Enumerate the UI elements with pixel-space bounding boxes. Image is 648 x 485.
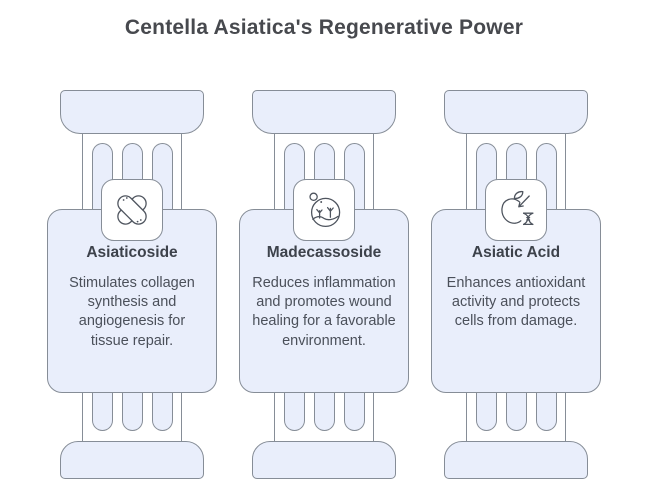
pillar-flute (475, 385, 497, 431)
card-title: Asiatic Acid (471, 244, 561, 261)
pillar-base (252, 441, 396, 479)
pillar-flute (91, 385, 113, 431)
crossed-bandages-icon (117, 195, 147, 225)
pillar-flute (121, 385, 143, 431)
pillar-column-asiaticoside: Asiaticoside Stimulates collagen synthes… (47, 88, 217, 480)
icon-box (485, 179, 547, 241)
card-description: Reduces inflammation and promotes wound … (252, 275, 396, 349)
card-title: Madecassoside (266, 244, 382, 261)
pillar-column-madecassoside: Madecassoside Reduces inflammation and p… (239, 88, 409, 480)
icon-box (101, 179, 163, 241)
icon-box (293, 179, 355, 241)
pillar-base (60, 441, 204, 479)
pillar-flute (151, 385, 173, 431)
pillar-capital (60, 90, 204, 134)
card-title: Asiaticoside (86, 244, 178, 261)
pillar-flute (343, 385, 365, 431)
apple-dna-icon (501, 190, 534, 226)
pillar-flute (505, 385, 527, 431)
info-card: Madecassoside Reduces inflammation and p… (239, 209, 409, 393)
pillar-base (444, 441, 588, 479)
pillar-flute (535, 385, 557, 431)
pillar-flute (283, 385, 305, 431)
pillar-capital (444, 90, 588, 134)
pillar-flute (313, 385, 335, 431)
pillar-column-asiatic-acid: Asiatic Acid Enhances antioxidant activi… (431, 88, 601, 480)
page-title: Centella Asiatica's Regenerative Power (124, 16, 524, 39)
card-description: Enhances antioxidant activity and protec… (446, 275, 586, 330)
pillar-capital (252, 90, 396, 134)
plant-landscape-icon (309, 192, 341, 228)
card-description: Stimulates collagen synthesis and angiog… (69, 275, 195, 349)
